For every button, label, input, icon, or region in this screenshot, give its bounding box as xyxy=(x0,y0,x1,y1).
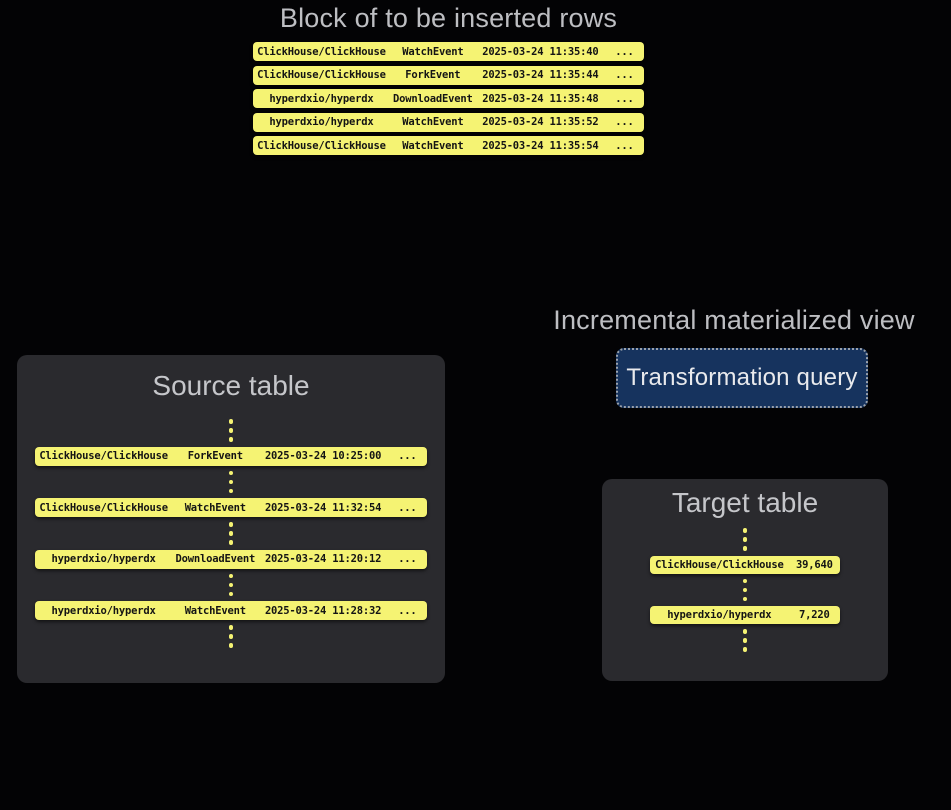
row-timestamp: 2025-03-24 10:25:00 xyxy=(264,450,382,462)
row-timestamp: 2025-03-24 11:35:40 xyxy=(482,45,599,58)
table-row: ClickHouse/ClickHouse ForkEvent 2025-03-… xyxy=(35,446,427,466)
row-repo: ClickHouse/ClickHouse xyxy=(655,558,784,571)
row-event: WatchEvent xyxy=(184,501,246,514)
more-rows-ellipsis-icon xyxy=(228,573,234,596)
more-rows-ellipsis-icon xyxy=(228,625,234,648)
table-row: hyperdxio/hyperdx DownloadEvent 2025-03-… xyxy=(253,89,644,108)
more-rows-ellipsis-icon xyxy=(228,522,234,545)
row-repo: ClickHouse/ClickHouse xyxy=(257,69,386,81)
row-event: ForkEvent xyxy=(405,69,461,81)
row-repo: hyperdxio/hyperdx xyxy=(269,116,374,128)
source-table-rows: ClickHouse/ClickHouse ForkEvent 2025-03-… xyxy=(35,404,427,648)
table-row: ClickHouse/ClickHouse WatchEvent 2025-03… xyxy=(253,42,644,61)
table-row: hyperdxio/hyperdx 7,220 xyxy=(650,606,840,624)
row-repo: ClickHouse/ClickHouse xyxy=(39,501,168,514)
row-timestamp: 2025-03-24 11:35:48 xyxy=(482,92,599,105)
row-repo: ClickHouse/ClickHouse xyxy=(257,139,386,152)
row-repo: ClickHouse/ClickHouse xyxy=(257,45,386,58)
materialized-view-title: Incremental materialized view xyxy=(553,305,915,335)
row-timestamp: 2025-03-24 11:32:54 xyxy=(264,501,382,514)
row-ellipsis-icon: ... xyxy=(398,450,417,462)
table-row: hyperdxio/hyperdx WatchEvent 2025-03-24 … xyxy=(253,112,644,132)
more-rows-ellipsis-icon xyxy=(742,528,748,551)
source-table-panel: Source table ClickHouse/ClickHouse ForkE… xyxy=(17,355,445,683)
row-timestamp: 2025-03-24 11:20:12 xyxy=(264,553,382,565)
row-ellipsis-icon: ... xyxy=(398,604,417,617)
insert-block-rows: ClickHouse/ClickHouse WatchEvent 2025-03… xyxy=(253,42,644,155)
more-rows-ellipsis-icon xyxy=(742,629,748,652)
row-event: WatchEvent xyxy=(402,139,464,152)
more-rows-ellipsis-icon xyxy=(228,419,234,442)
row-count: 39,640 xyxy=(795,558,833,571)
row-ellipsis-icon: ... xyxy=(615,116,634,128)
transformation-query-button: Transformation query xyxy=(616,348,868,408)
row-repo: hyperdxio/hyperdx xyxy=(51,604,156,617)
source-table-title: Source table xyxy=(152,370,310,401)
more-rows-ellipsis-icon xyxy=(742,578,748,601)
row-ellipsis-icon: ... xyxy=(615,139,634,152)
row-timestamp: 2025-03-24 11:28:32 xyxy=(264,604,382,617)
table-row: ClickHouse/ClickHouse WatchEvent 2025-03… xyxy=(253,136,644,155)
row-event: DownloadEvent xyxy=(393,92,473,105)
table-row: ClickHouse/ClickHouse 39,640 xyxy=(650,555,840,574)
row-ellipsis-icon: ... xyxy=(398,501,417,514)
table-row: ClickHouse/ClickHouse WatchEvent 2025-03… xyxy=(35,498,427,517)
table-row: ClickHouse/ClickHouse ForkEvent 2025-03-… xyxy=(253,65,644,85)
target-table-panel: Target table ClickHouse/ClickHouse 39,64… xyxy=(602,479,888,681)
target-table-rows: ClickHouse/ClickHouse 39,640 hyperdxio/h… xyxy=(650,521,840,652)
row-event: WatchEvent xyxy=(402,45,464,58)
more-rows-ellipsis-icon xyxy=(228,470,234,493)
row-ellipsis-icon: ... xyxy=(615,45,634,58)
row-event: WatchEvent xyxy=(184,604,246,617)
row-repo: hyperdxio/hyperdx xyxy=(269,92,374,105)
row-ellipsis-icon: ... xyxy=(615,69,634,81)
row-repo: hyperdxio/hyperdx xyxy=(51,553,156,565)
row-ellipsis-icon: ... xyxy=(398,553,417,565)
row-count: 7,220 xyxy=(799,609,830,621)
insert-block-title: Block of to be inserted rows xyxy=(279,3,618,33)
row-timestamp: 2025-03-24 11:35:52 xyxy=(482,116,599,128)
table-row: hyperdxio/hyperdx DownloadEvent 2025-03-… xyxy=(35,549,427,569)
insert-block: Block of to be inserted rows ClickHouse/… xyxy=(253,2,644,155)
row-event: ForkEvent xyxy=(187,450,243,462)
row-event: DownloadEvent xyxy=(175,553,256,565)
row-event: WatchEvent xyxy=(402,116,464,128)
row-repo: ClickHouse/ClickHouse xyxy=(39,450,168,462)
row-ellipsis-icon: ... xyxy=(615,92,634,105)
row-timestamp: 2025-03-24 11:35:44 xyxy=(482,69,599,81)
table-row: hyperdxio/hyperdx WatchEvent 2025-03-24 … xyxy=(35,601,427,620)
row-repo: hyperdxio/hyperdx xyxy=(667,609,772,621)
row-timestamp: 2025-03-24 11:35:54 xyxy=(482,139,599,152)
target-table-title: Target table xyxy=(671,487,819,518)
